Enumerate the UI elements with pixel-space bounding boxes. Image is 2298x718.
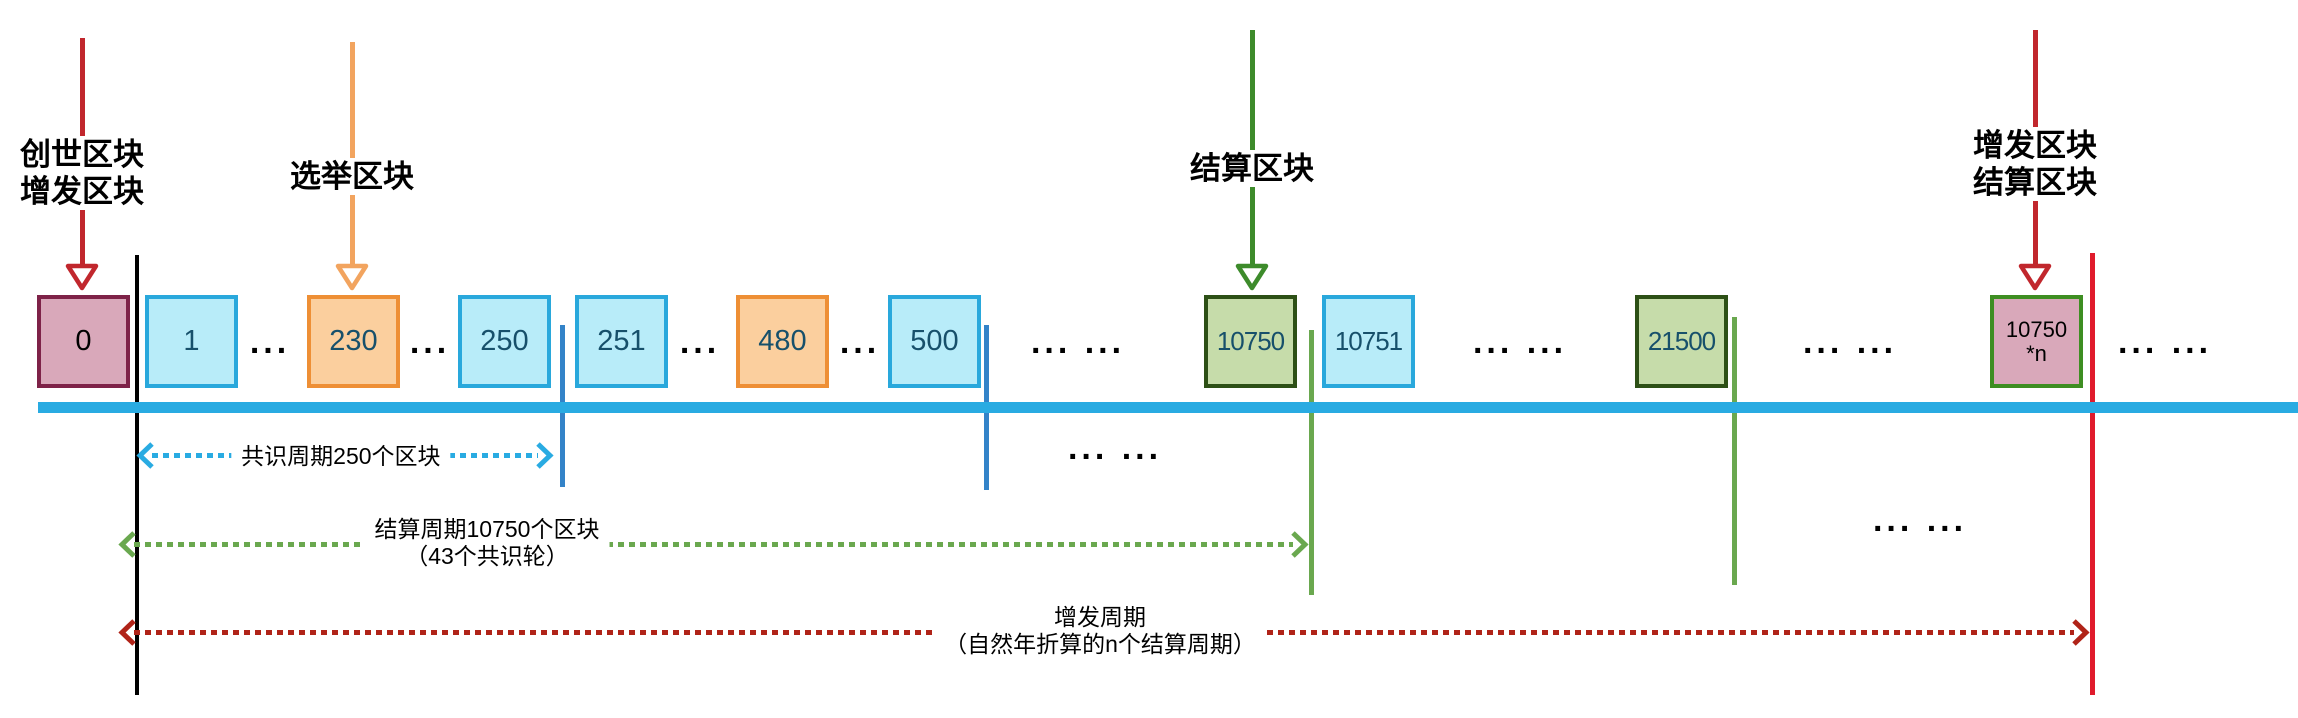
epoch-start-black-line [135, 255, 139, 695]
genesis-issuance-label: 创世区块 增发区块 [16, 136, 148, 210]
issuance-arrow-left-icon [118, 617, 138, 648]
issuance-period-label-line2: （自然年折算的n个结算周期） [944, 631, 1256, 657]
settlement-period-label: 结算周期10750个区块 （43个共识轮） [364, 515, 610, 571]
block-1: 1 [145, 295, 238, 388]
settlement-tick-21500 [1732, 317, 1737, 585]
issuance-label-line2: 结算区块 [1973, 165, 2097, 200]
issuance-settlement-label: 增发区块 结算区块 [1969, 127, 2101, 201]
issuance-boundary-red-line [2090, 253, 2095, 695]
settlement-label: 结算区块 [1186, 150, 1318, 187]
ellipsis-6: ... ... [1472, 323, 1568, 361]
block-10751: 10751 [1322, 295, 1415, 388]
block-480: 480 [736, 295, 829, 388]
block-10750: 10750 [1204, 295, 1297, 388]
settlement-period-arrow: 结算周期10750个区块 （43个共识轮） [118, 515, 1309, 571]
settlement-arrow-left-icon [118, 529, 138, 560]
issuance-period-arrow: 增发周期 （自然年折算的n个结算周期） [118, 603, 2090, 659]
issuance-label-line1: 增发区块 [1973, 128, 2097, 163]
ellipsis-settlement-row: ... ... [1872, 501, 1968, 539]
block-10750n-line2: *n [2026, 340, 2047, 366]
settlement-tick-10750 [1309, 330, 1314, 595]
block-230: 230 [307, 295, 400, 388]
issuance-period-label-line1: 增发周期 [1053, 604, 1146, 630]
settlement-period-label-line1: 结算周期10750个区块 [374, 516, 600, 542]
genesis-label-line1: 创世区块 [20, 137, 144, 172]
ellipsis-4: ... [839, 323, 881, 361]
election-arrowhead-icon [334, 263, 370, 291]
block-251: 251 [575, 295, 668, 388]
ellipsis-8: ... ... [2117, 323, 2213, 361]
consensus-arrow-right-icon [534, 440, 554, 471]
settlement-arrow-right-icon [1289, 529, 1309, 560]
issuance-period-label: 增发周期 （自然年折算的n个结算周期） [934, 603, 1266, 659]
ellipsis-consensus-row: ... ... [1067, 429, 1163, 467]
settlement-arrow-line [1250, 30, 1255, 264]
ellipsis-3: ... [679, 323, 721, 361]
ellipsis-1: ... [249, 323, 291, 361]
consensus-arrow-left-icon [136, 440, 156, 471]
settlement-period-label-line2: （43个共识轮） [405, 543, 569, 569]
election-arrow-line [350, 42, 355, 264]
block-10750n: 10750 *n [1990, 295, 2083, 388]
timeline-bar [38, 402, 2298, 413]
ellipsis-5: ... ... [1030, 323, 1126, 361]
block-21500: 21500 [1635, 295, 1728, 388]
ellipsis-2: ... [409, 323, 451, 361]
block-0: 0 [37, 295, 130, 388]
consensus-period-arrow: 共识周期250个区块 [136, 440, 554, 471]
ellipsis-7: ... ... [1802, 323, 1898, 361]
block-10750n-line1: 10750 [2005, 317, 2068, 343]
consensus-period-label: 共识周期250个区块 [231, 442, 451, 471]
settlement-period-dotted-line [134, 542, 1293, 547]
issuance-arrow-right-icon [2070, 617, 2090, 648]
genesis-arrowhead-icon [64, 263, 100, 291]
election-label: 选举区块 [286, 158, 418, 195]
block-500: 500 [888, 295, 981, 388]
block-250: 250 [458, 295, 551, 388]
issuance-arrowhead-icon [2017, 263, 2053, 291]
settlement-arrowhead-icon [1234, 263, 1270, 291]
genesis-label-line2: 增发区块 [20, 174, 144, 209]
